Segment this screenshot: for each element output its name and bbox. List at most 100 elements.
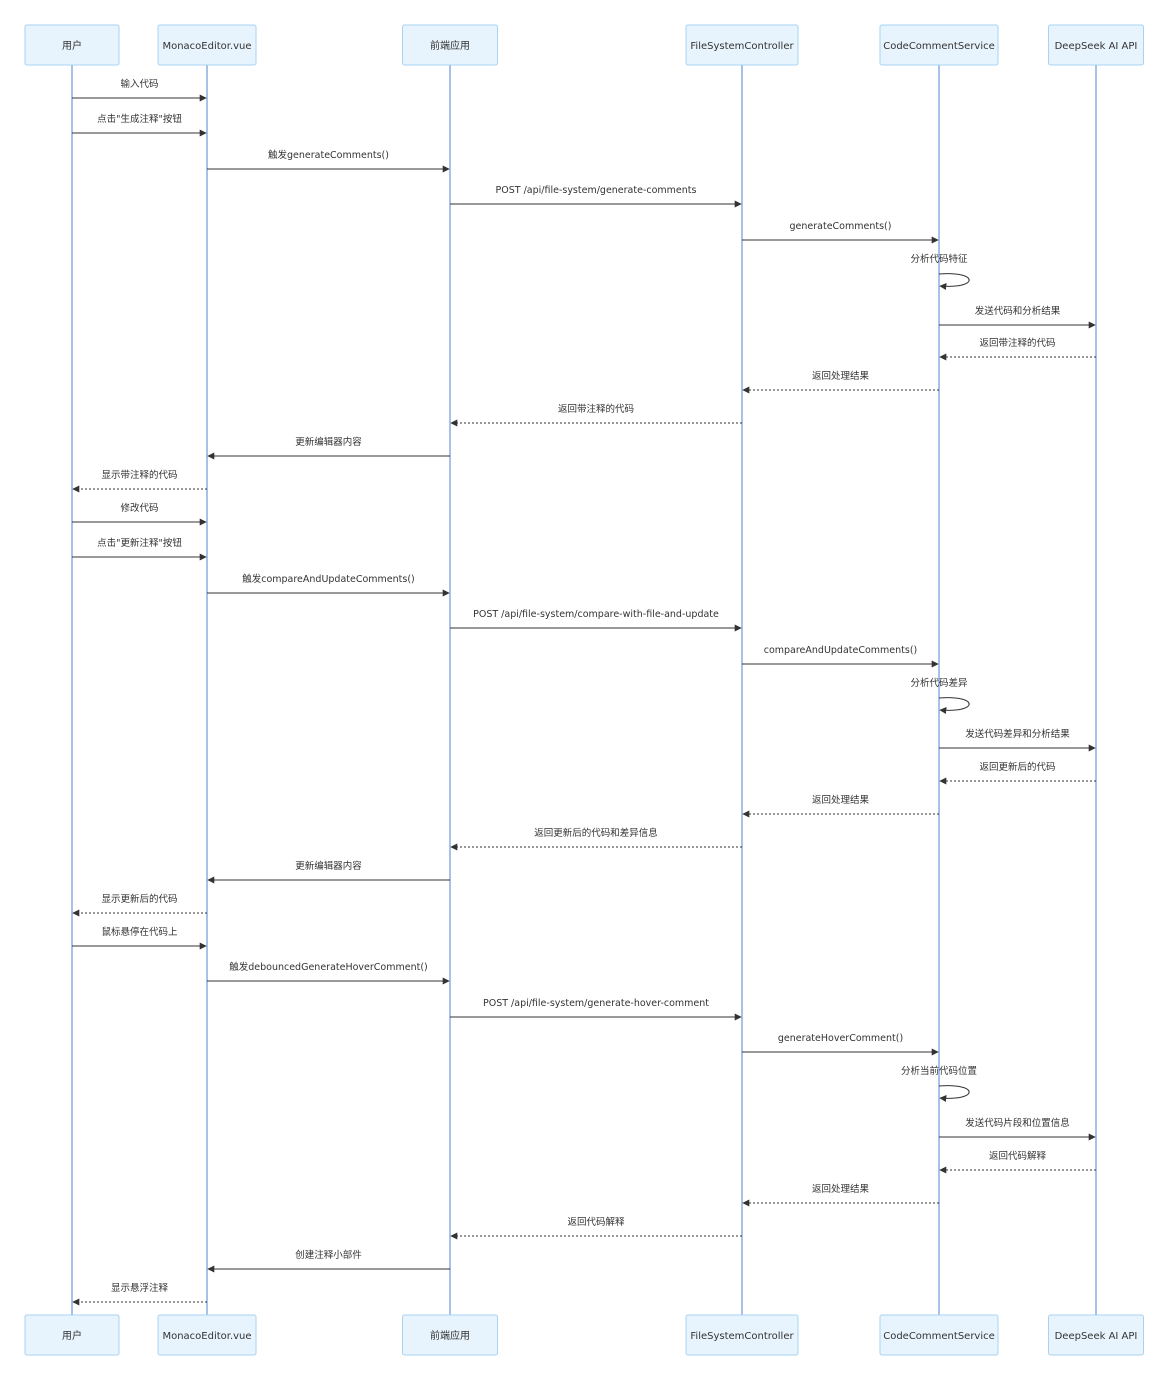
message: 触发debouncedGenerateHoverComment() bbox=[207, 961, 450, 985]
message: 显示带注释的代码 bbox=[72, 469, 207, 493]
self-message-arrow bbox=[938, 697, 970, 714]
participant-label: MonacoEditor.vue bbox=[162, 1331, 251, 1342]
message-label: 分析代码差异 bbox=[910, 677, 968, 689]
message-label: 显示带注释的代码 bbox=[101, 469, 177, 481]
message: POST /api/file-system/generate-comments bbox=[450, 185, 742, 208]
message-label: 鼠标悬停在代码上 bbox=[101, 926, 178, 938]
message-label: POST /api/file-system/compare-with-file-… bbox=[473, 609, 719, 620]
message-label: 点击"生成注释"按钮 bbox=[97, 113, 182, 125]
lifelines bbox=[71, 65, 1097, 1315]
message: generateComments() bbox=[742, 221, 939, 244]
participant-box bbox=[402, 1314, 498, 1356]
message: 返回处理结果 bbox=[742, 794, 939, 818]
participant-service-top: CodeCommentService bbox=[879, 24, 999, 66]
message-label: 分析当前代码位置 bbox=[901, 1065, 977, 1077]
participant-controller-top: FileSystemController bbox=[685, 24, 799, 66]
message: 返回代码解释 bbox=[939, 1150, 1096, 1174]
message-label: 创建注释小部件 bbox=[295, 1249, 362, 1261]
participant-box bbox=[1048, 1314, 1144, 1356]
message-label: 显示更新后的代码 bbox=[101, 893, 177, 905]
message-label: 返回带注释的代码 bbox=[558, 403, 634, 415]
message: POST /api/file-system/compare-with-file-… bbox=[450, 609, 742, 632]
message-label: 分析代码特征 bbox=[910, 253, 968, 265]
message: 输入代码 bbox=[72, 78, 207, 102]
message: 发送代码和分析结果 bbox=[939, 305, 1096, 329]
participant-box bbox=[685, 24, 799, 66]
participant-service-bottom: CodeCommentService bbox=[879, 1314, 999, 1356]
participant-box bbox=[157, 1314, 257, 1356]
participant-box bbox=[24, 1314, 120, 1356]
participant-box bbox=[24, 24, 120, 66]
message: 返回处理结果 bbox=[742, 370, 939, 394]
message-label: 发送代码片段和位置信息 bbox=[965, 1117, 1070, 1129]
self-message-arrow bbox=[938, 1085, 970, 1102]
message-label: 返回代码解释 bbox=[567, 1216, 625, 1228]
message-label: generateHoverComment() bbox=[778, 1033, 903, 1044]
participant-deepseek-bottom: DeepSeek AI API bbox=[1048, 1314, 1144, 1356]
participant-label: 用户 bbox=[62, 1329, 82, 1342]
participant-controller-bottom: FileSystemController bbox=[685, 1314, 799, 1356]
message: 点击"更新注释"按钮 bbox=[72, 537, 207, 561]
message: 分析代码差异 bbox=[910, 677, 970, 714]
participants-top: 用户 MonacoEditor.vue 前端应用 FileSystemControll… bbox=[24, 24, 1144, 66]
message-label: 发送代码和分析结果 bbox=[975, 305, 1061, 317]
participant-deepseek-top: DeepSeek AI API bbox=[1048, 24, 1144, 66]
message: generateHoverComment() bbox=[742, 1033, 939, 1056]
message-label: 更新编辑器内容 bbox=[295, 860, 362, 872]
participant-box bbox=[157, 24, 257, 66]
participant-label: 前端应用 bbox=[430, 39, 470, 52]
participant-label: FileSystemController bbox=[690, 41, 794, 52]
message-label: POST /api/file-system/generate-comments bbox=[496, 185, 697, 196]
participant-user-top: 用户 bbox=[24, 24, 120, 66]
message: 触发generateComments() bbox=[207, 149, 450, 173]
participants-bottom: 用户 MonacoEditor.vue 前端应用 FileSystemControll… bbox=[24, 1314, 1144, 1356]
participant-box bbox=[879, 1314, 999, 1356]
message: 返回带注释的代码 bbox=[939, 337, 1096, 361]
message-label: compareAndUpdateComments() bbox=[764, 645, 918, 656]
participant-label: CodeCommentService bbox=[883, 1331, 995, 1342]
participant-frontend-bottom: 前端应用 bbox=[402, 1314, 498, 1356]
participant-box bbox=[879, 24, 999, 66]
message: 更新编辑器内容 bbox=[207, 436, 450, 460]
participant-label: CodeCommentService bbox=[883, 41, 995, 52]
message: 返回更新后的代码 bbox=[939, 761, 1096, 785]
message: 分析当前代码位置 bbox=[901, 1065, 977, 1102]
message-label: 修改代码 bbox=[120, 502, 158, 514]
message: 点击"生成注释"按钮 bbox=[72, 113, 207, 137]
message: 显示更新后的代码 bbox=[72, 893, 207, 917]
message-label: 返回处理结果 bbox=[812, 370, 870, 382]
participant-label: 前端应用 bbox=[430, 1329, 470, 1342]
message-label: 显示悬浮注释 bbox=[111, 1282, 169, 1294]
participant-label: FileSystemController bbox=[690, 1331, 794, 1342]
message-label: 返回更新后的代码 bbox=[979, 761, 1055, 773]
message-label: generateComments() bbox=[790, 221, 892, 232]
message: 触发compareAndUpdateComments() bbox=[207, 573, 450, 597]
participant-box bbox=[402, 24, 498, 66]
message-label: 返回处理结果 bbox=[812, 1183, 870, 1195]
message: 返回带注释的代码 bbox=[450, 403, 742, 427]
message: 更新编辑器内容 bbox=[207, 860, 450, 884]
message: 分析代码特征 bbox=[910, 253, 970, 290]
message: compareAndUpdateComments() bbox=[742, 645, 939, 668]
message: POST /api/file-system/generate-hover-com… bbox=[450, 998, 742, 1021]
message: 修改代码 bbox=[72, 502, 207, 526]
message-label: 发送代码差异和分析结果 bbox=[965, 728, 1070, 740]
participant-box bbox=[1048, 24, 1144, 66]
message-label: 点击"更新注释"按钮 bbox=[97, 537, 182, 549]
message: 发送代码差异和分析结果 bbox=[939, 728, 1096, 752]
message: 返回代码解释 bbox=[450, 1216, 742, 1240]
participant-user-bottom: 用户 bbox=[24, 1314, 120, 1356]
message-label: 触发compareAndUpdateComments() bbox=[242, 573, 415, 585]
message: 鼠标悬停在代码上 bbox=[72, 926, 207, 950]
participant-label: 用户 bbox=[62, 39, 82, 52]
participant-editor-bottom: MonacoEditor.vue bbox=[157, 1314, 257, 1356]
participant-frontend-top: 前端应用 bbox=[402, 24, 498, 66]
participant-box bbox=[685, 1314, 799, 1356]
participant-editor-top: MonacoEditor.vue bbox=[157, 24, 257, 66]
message-label: 触发generateComments() bbox=[268, 149, 389, 161]
message-label: 输入代码 bbox=[120, 78, 158, 90]
message: 返回处理结果 bbox=[742, 1183, 939, 1207]
message-label: 返回带注释的代码 bbox=[979, 337, 1055, 349]
message-label: 返回更新后的代码和差异信息 bbox=[534, 827, 658, 839]
